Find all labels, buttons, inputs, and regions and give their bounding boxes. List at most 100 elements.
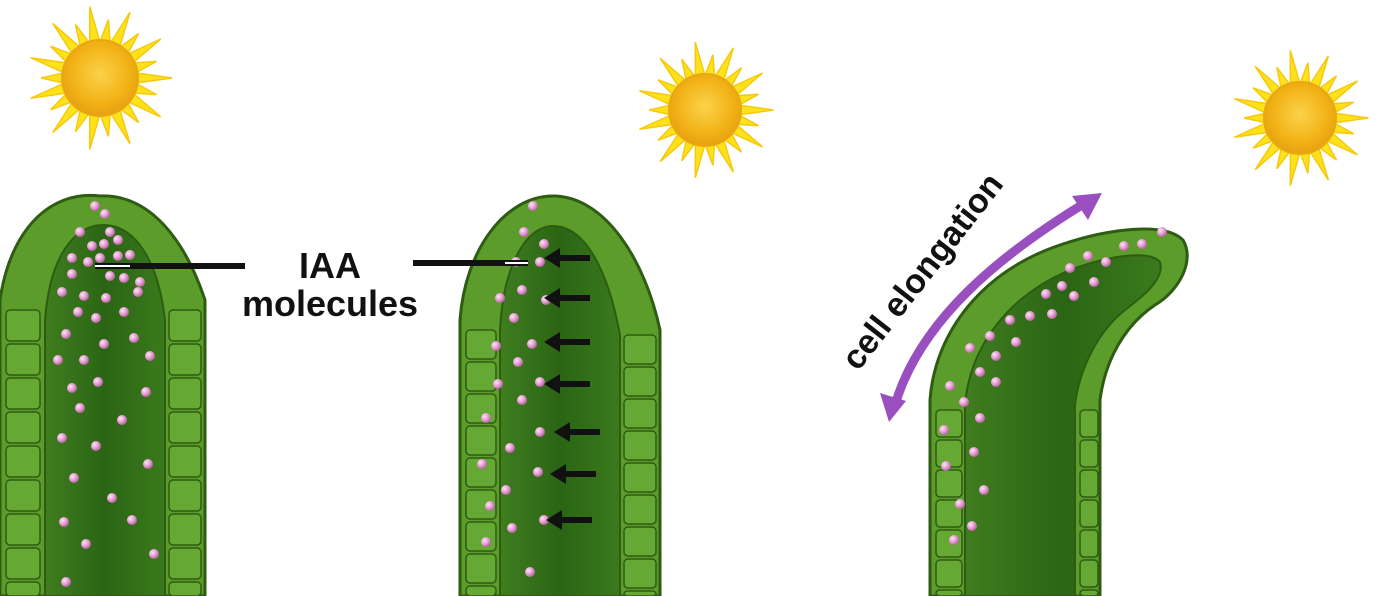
iaa-molecule-icon (485, 501, 495, 511)
iaa-molecule-icon (141, 387, 151, 397)
plant-cell (624, 463, 656, 492)
shoot-interior (500, 226, 620, 596)
iaa-molecule-icon (1157, 227, 1167, 237)
iaa-molecule-icon (133, 287, 143, 297)
iaa-molecule-icon (501, 485, 511, 495)
iaa-molecule-icon (1047, 309, 1057, 319)
sun-core (1264, 82, 1336, 154)
iaa-molecule-icon (67, 383, 77, 393)
iaa-molecule-icon (509, 313, 519, 323)
plant-cell (936, 470, 962, 497)
plant-cell (1080, 500, 1098, 527)
iaa-molecule-icon (91, 313, 101, 323)
plant-cell (169, 412, 201, 443)
iaa-molecule-icon (69, 473, 79, 483)
plant-cell (936, 590, 962, 596)
iaa-molecule-icon (119, 273, 129, 283)
shoot-interior (45, 225, 165, 596)
iaa-molecule-icon (959, 397, 969, 407)
iaa-molecule-icon (143, 459, 153, 469)
plant-cell (169, 514, 201, 545)
iaa-molecule-icon (105, 227, 115, 237)
plant-cell (936, 530, 962, 557)
iaa-molecule-icon (119, 307, 129, 317)
plant-cell (466, 586, 496, 596)
iaa-molecule-icon (513, 357, 523, 367)
iaa-molecule-icon (967, 521, 977, 531)
iaa-molecule-icon (1119, 241, 1129, 251)
plant-cell (169, 378, 201, 409)
sun-icon (31, 7, 173, 150)
plant-cell (624, 367, 656, 396)
iaa-molecule-icon (527, 339, 537, 349)
plant-cell (466, 362, 496, 391)
iaa-molecule-icon (79, 355, 89, 365)
iaa-molecule-icon (965, 343, 975, 353)
iaa-molecule-icon (61, 577, 71, 587)
sun-icon (1234, 50, 1368, 185)
iaa-molecule-icon (101, 293, 111, 303)
plant-cell (624, 335, 656, 364)
plant-cell (624, 559, 656, 588)
iaa-molecule-icon (1057, 281, 1067, 291)
iaa-molecule-icon (117, 415, 127, 425)
iaa-molecule-icon (1069, 291, 1079, 301)
iaa-molecule-icon (61, 329, 71, 339)
iaa-molecule-icon (939, 425, 949, 435)
plant-cell (6, 344, 40, 375)
plant-cell (624, 527, 656, 556)
plant-cell (466, 554, 496, 583)
iaa-molecule-icon (991, 377, 1001, 387)
iaa-molecule-icon (535, 427, 545, 437)
iaa-molecule-icon (1089, 277, 1099, 287)
plant-cell (1080, 560, 1098, 587)
iaa-molecule-icon (1025, 311, 1035, 321)
plant-cell (6, 378, 40, 409)
iaa-molecule-icon (941, 461, 951, 471)
iaa-molecule-icon (491, 341, 501, 351)
iaa-molecule-icon (57, 433, 67, 443)
iaa-molecule-icon (73, 307, 83, 317)
iaa-label-line1: IAA (299, 245, 361, 286)
iaa-molecule-icon (95, 253, 105, 263)
plant-cell (466, 522, 496, 551)
iaa-molecule-icon (1041, 289, 1051, 299)
iaa-molecule-icon (991, 351, 1001, 361)
iaa-molecule-icon (113, 251, 123, 261)
shoot-iaa-migration (460, 196, 660, 596)
iaa-molecule-icon (81, 539, 91, 549)
iaa-molecule-icon (75, 403, 85, 413)
iaa-molecule-icon (979, 485, 989, 495)
iaa-molecule-icon (1137, 239, 1147, 249)
sun-icon (639, 42, 773, 177)
iaa-molecule-icon (505, 443, 515, 453)
plant-cell (6, 446, 40, 477)
plant-cell (6, 310, 40, 341)
iaa-molecule-icon (539, 239, 549, 249)
iaa-molecule-icon (67, 269, 77, 279)
plant-cell (6, 412, 40, 443)
plant-cell (624, 431, 656, 460)
iaa-molecule-icon (1101, 257, 1111, 267)
iaa-molecule-icon (83, 257, 93, 267)
iaa-molecule-icon (105, 271, 115, 281)
iaa-molecule-icon (145, 351, 155, 361)
iaa-molecule-icon (493, 379, 503, 389)
iaa-molecule-icon (1065, 263, 1075, 273)
iaa-molecule-icon (495, 293, 505, 303)
iaa-molecule-icon (1011, 337, 1021, 347)
iaa-molecule-icon (519, 227, 529, 237)
plant-cell (169, 344, 201, 375)
iaa-molecule-icon (481, 537, 491, 547)
iaa-molecule-icon (481, 413, 491, 423)
iaa-molecule-icon (125, 250, 135, 260)
iaa-molecule-icon (100, 209, 110, 219)
iaa-molecule-icon (535, 257, 545, 267)
iaa-molecule-icon (87, 241, 97, 251)
iaa-molecule-icon (535, 377, 545, 387)
iaa-molecule-icon (985, 331, 995, 341)
iaa-molecule-icon (528, 201, 538, 211)
iaa-label-line2: molecules (242, 283, 418, 324)
plant-cell (1080, 440, 1098, 467)
